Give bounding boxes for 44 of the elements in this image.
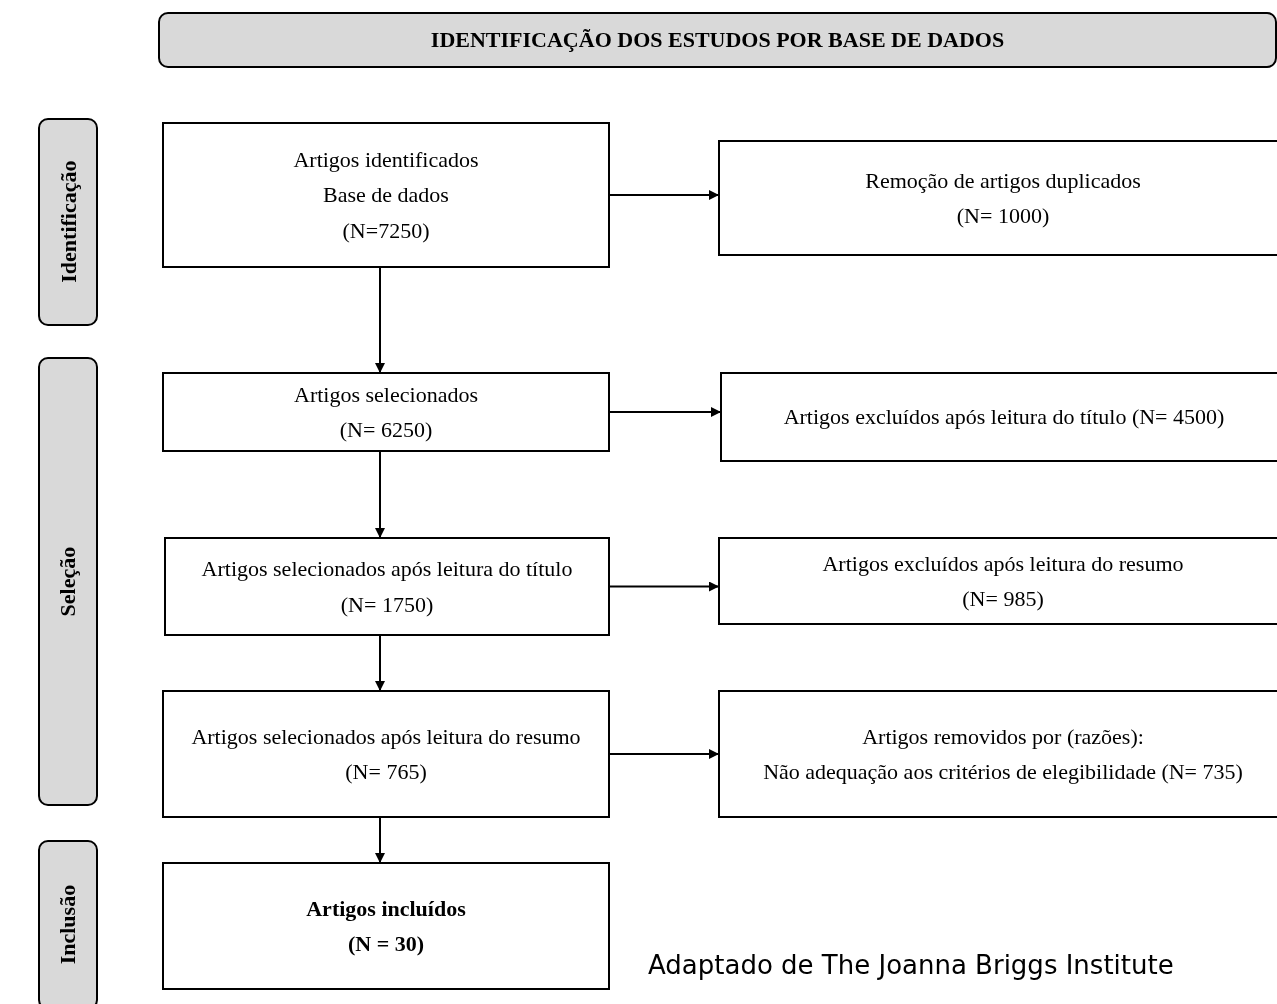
- box-text: (N= 1000): [956, 202, 1050, 230]
- box-text: (N= 985): [962, 585, 1044, 613]
- process-box: [164, 537, 610, 636]
- process-box: [162, 372, 610, 452]
- source-note: Adaptado de The Joanna Briggs Institute: [648, 950, 1174, 980]
- box-text: Artigos incluídos: [306, 894, 466, 923]
- header-band: [158, 12, 1277, 68]
- stage-label: Seleção: [54, 546, 82, 617]
- box-text: (N= 765): [345, 758, 427, 786]
- box-text: Artigos selecionados após leitura do título: [201, 555, 573, 584]
- process-box: [718, 537, 1277, 625]
- box-text: Artigos excluídos após leitura do resumo: [822, 549, 1184, 578]
- process-box: [720, 372, 1277, 462]
- stage-band: [38, 357, 98, 806]
- box-text: Base de dados: [323, 181, 449, 210]
- arrow: [375, 451, 385, 538]
- box-text: Artigos excluídos após leitura do título (N= 4500): [783, 403, 1225, 432]
- stage-band: [38, 118, 98, 326]
- arrow: [375, 635, 385, 691]
- process-box: [162, 690, 610, 818]
- box-text: Artigos selecionados após leitura do resumo: [191, 722, 581, 751]
- box-text: Artigos identificados: [293, 146, 479, 175]
- arrow: [609, 749, 719, 759]
- process-box: [162, 122, 610, 268]
- box-text: (N= 1750): [340, 590, 434, 619]
- process-box: [162, 862, 610, 990]
- arrow: [375, 817, 385, 863]
- arrow: [375, 267, 385, 373]
- arrow: [609, 407, 721, 417]
- box-text: (N=7250): [342, 216, 430, 245]
- stage-label: Identificação: [54, 160, 82, 284]
- arrow: [609, 190, 719, 200]
- process-box: [718, 140, 1277, 256]
- box-text: (N= 6250): [339, 416, 433, 444]
- stage-label: Inclusão: [54, 885, 82, 965]
- stage-band: [38, 840, 98, 1004]
- box-text: IDENTIFICAÇÃO DOS ESTUDOS POR BASE DE DADOS: [430, 26, 1005, 55]
- box-text: Artigos removidos por (razões):: [862, 722, 1144, 751]
- box-text: Não adequação aos critérios de elegibilidade (N= 735): [763, 758, 1243, 786]
- box-text: (N = 30): [347, 930, 425, 958]
- box-text: Remoção de artigos duplicados: [865, 166, 1141, 195]
- process-box: [718, 690, 1277, 818]
- box-text: Artigos selecionados: [294, 380, 478, 409]
- arrow: [609, 581, 719, 592]
